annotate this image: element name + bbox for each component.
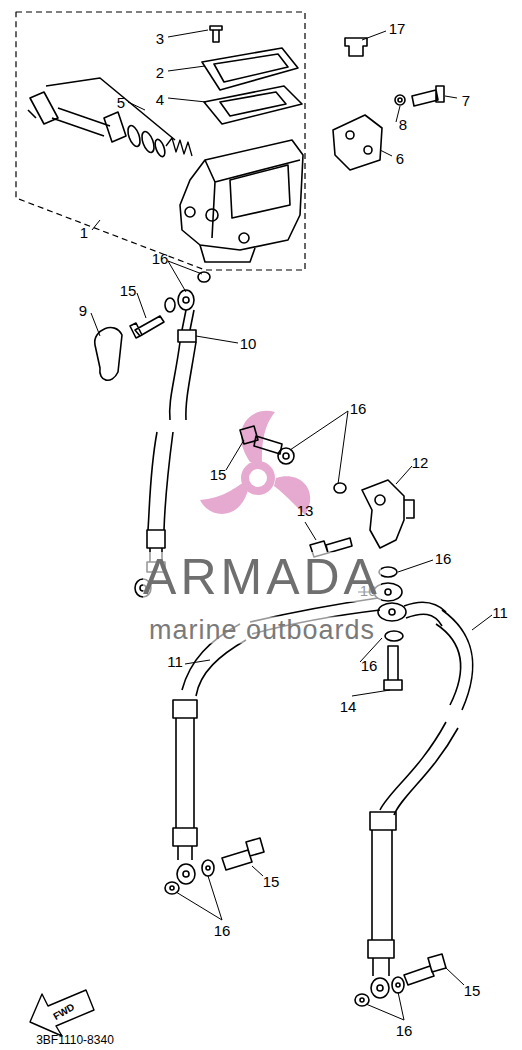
callout-number: 7 [462, 93, 470, 108]
callout-number: 6 [396, 151, 404, 166]
callout-number: 1 [80, 225, 88, 240]
callout-number: 16 [435, 551, 452, 566]
callout-number: 12 [412, 455, 429, 470]
callout-number: 16 [214, 923, 231, 938]
callout-number: 11 [492, 605, 508, 620]
callout-number: 13 [297, 503, 314, 518]
watermark-text: ARMADA [143, 552, 381, 602]
callout-number: 11 [167, 654, 183, 669]
callout-number: 5 [117, 95, 125, 110]
callout-number: 16 [350, 401, 367, 416]
callout-number: 9 [79, 303, 87, 318]
callout-number: 16 [152, 251, 169, 266]
callout-number: 17 [389, 21, 406, 36]
watermark-subtitle: marine outboards [149, 617, 375, 644]
callout-number: 10 [240, 336, 257, 351]
callout-number: 15 [210, 467, 227, 482]
callout-number: 3 [156, 31, 164, 46]
callout-number: 15 [263, 874, 280, 889]
callout-number: 2 [156, 65, 164, 80]
diagram-code: 3BF1110-8340 [36, 1034, 114, 1046]
callout-number: 15 [120, 283, 137, 298]
callout-number: 16 [361, 658, 378, 673]
callout-number: 4 [156, 92, 164, 107]
callout-number: 16 [396, 1023, 413, 1038]
callout-number: 14 [340, 699, 357, 714]
callout-number: 8 [399, 117, 407, 132]
callout-number: 15 [464, 983, 481, 998]
